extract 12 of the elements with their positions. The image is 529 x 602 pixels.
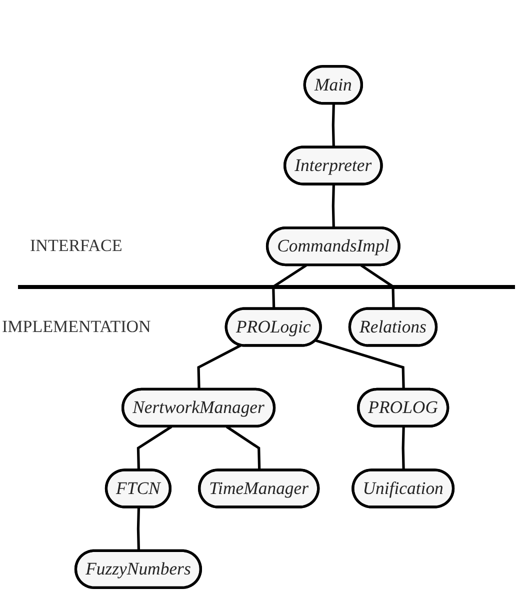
connector (402, 426, 405, 471)
connector (226, 426, 261, 471)
connector (136, 426, 172, 471)
connector (197, 344, 242, 390)
section-label: INTERFACE (30, 236, 122, 256)
connector (332, 184, 335, 228)
connector (136, 507, 140, 552)
connector (315, 339, 405, 390)
connector (332, 104, 335, 148)
connector (272, 264, 307, 310)
section-label: IMPLEMENTATION (2, 317, 151, 337)
connector (360, 264, 395, 310)
